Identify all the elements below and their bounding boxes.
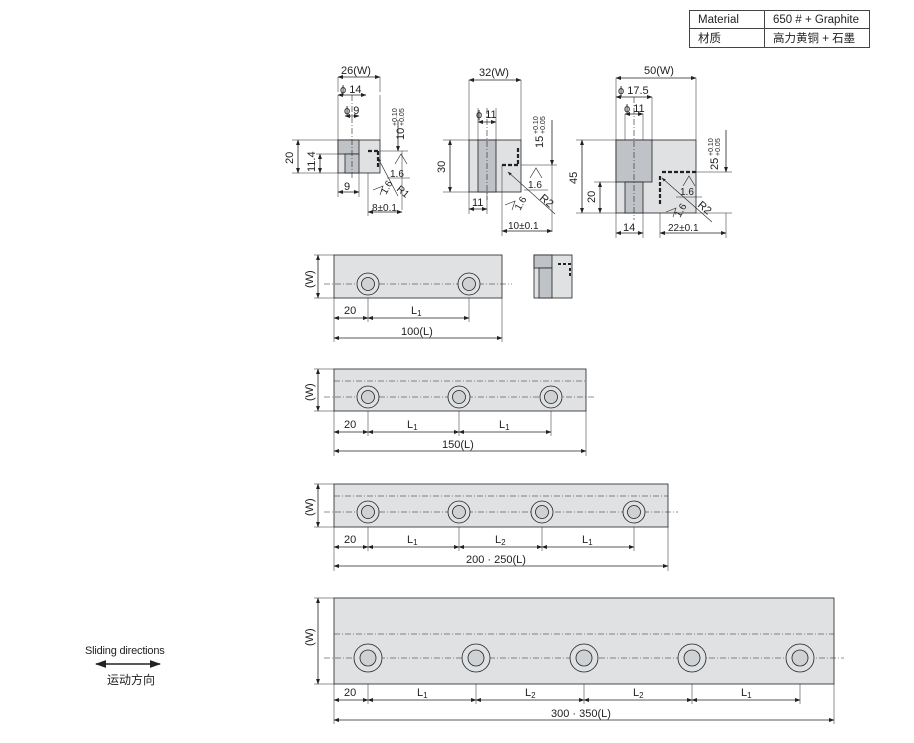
section-w50 [576, 76, 732, 238]
plate-300-span: L1 [417, 687, 428, 700]
plate-300-hole [785, 643, 815, 673]
section-w50-rough: 1.6 [680, 187, 694, 198]
section-w26-tol-lower: +0.05 [399, 108, 406, 126]
section-w32-top-offset: 15 [534, 136, 546, 148]
section-w50-tol-upper: +0.10 [708, 138, 715, 156]
plate-200-length: 200 · 250(L) [466, 554, 526, 566]
section-w26-rough: 1.6 [390, 169, 404, 180]
plate-100 [314, 254, 573, 342]
plate-150-width: (W) [304, 383, 316, 401]
section-w26-bottom: 9 [344, 181, 350, 193]
plate-100-span: L1 [411, 305, 422, 318]
section-w50-height: 45 [568, 172, 580, 184]
plate-200-hole [356, 500, 380, 524]
plate-200-start: 20 [344, 534, 356, 546]
plate-300-hole [461, 643, 491, 673]
plate-150-hole [356, 385, 380, 409]
plate-300-hole [353, 643, 383, 673]
section-w50-radius: R2 [695, 199, 713, 217]
sliding-legend: Sliding directions 运动方向 [85, 645, 165, 688]
section-w50-side: 22±0.1 [668, 223, 699, 234]
section-w26-bore-height: 11.4 [306, 151, 318, 172]
plate-200 [314, 483, 678, 571]
plate-200-span: L2 [495, 534, 506, 547]
plate-300 [314, 597, 844, 724]
plate-150-span: L1 [407, 419, 418, 432]
material-row-zh: 材质 高力黄铜 + 石墨 [689, 28, 870, 48]
sliding-legend-zh: 运动方向 [107, 673, 156, 687]
plate-200-hole [447, 500, 471, 524]
section-w26-counterbore [337, 139, 360, 155]
plate-300-width: (W) [304, 628, 316, 646]
plate-200-labels: (W) 20 L1 L2 L1 200 · 250(L) [304, 498, 593, 566]
plate-200-hole [530, 500, 554, 524]
plate-200-hole [622, 500, 646, 524]
section-w26-bore-inner: ϕ 9 [344, 105, 359, 117]
section-w26-bore-outer: ϕ 14 [340, 84, 361, 96]
plate-300-span: L1 [741, 687, 752, 700]
section-w50-bottom: 14 [623, 222, 635, 234]
material-value-zh: 高力黄铜 + 石墨 [764, 28, 870, 48]
section-w26-graphite [368, 149, 380, 167]
section-w50-bore-height: 20 [586, 191, 598, 203]
section-w32-side: 10±0.1 [508, 221, 539, 232]
section-w32-rough2: 1.6 [513, 195, 530, 213]
section-w32-tol-upper: +0.10 [533, 116, 540, 134]
plate-300-length: 300 · 350(L) [551, 708, 611, 720]
section-w32-graphite [502, 148, 520, 167]
section-w32-bore: ϕ 11 [476, 109, 497, 121]
section-w26-top-offset: 10 [395, 128, 407, 140]
section-w32-height: 30 [436, 161, 448, 173]
plate-150-span: L1 [499, 419, 510, 432]
section-w32-radius: R2 [537, 192, 555, 210]
material-table: Material 650 # + Graphite 材质 高力黄铜 + 石墨 [689, 10, 870, 48]
plate-200-span: L1 [582, 534, 593, 547]
section-w50-bore-inner: ϕ 11 [624, 103, 645, 115]
section-w26-radius: R1 [394, 184, 411, 201]
material-key-zh: 材质 [689, 28, 765, 48]
plate-300-span: L2 [633, 687, 644, 700]
plate-150-hole [447, 385, 471, 409]
plate-300-span: L2 [525, 687, 536, 700]
plate-200-body [333, 483, 669, 528]
sliding-legend-en: Sliding directions [85, 645, 165, 657]
section-w50-tol-lower: +0.05 [715, 138, 722, 156]
plate-100-labels: (W) 20 L1 100(L) [304, 270, 433, 338]
section-w26-tol-upper: +0.10 [392, 108, 399, 126]
plate-300-start: 20 [344, 687, 356, 699]
plate-300-labels: (W) 20 L1 L2 L2 L1 300 · 350(L) [304, 628, 752, 720]
plate-150-hole [539, 385, 563, 409]
plate-150-length: 150(L) [442, 439, 474, 451]
plate-150-labels: (W) 20 L1 L1 150(L) [304, 383, 510, 451]
plate-150 [314, 368, 596, 456]
section-w26-width: 26(W) [341, 65, 371, 77]
plate-300-hole [569, 643, 599, 673]
plate-100-hole [457, 272, 481, 296]
section-w26 [292, 75, 410, 216]
plate-200-width: (W) [304, 498, 316, 516]
plate-100-hole [356, 272, 380, 296]
section-w32-rough: 1.6 [528, 180, 542, 191]
plate-100-start: 20 [344, 305, 356, 317]
plate-100-side-view [533, 254, 573, 299]
plate-150-start: 20 [344, 419, 356, 431]
section-w50-top-offset: 25 [709, 158, 721, 170]
section-w26-labels: 26(W) ϕ 14 ϕ 9 20 11.4 10 +0.10 +0.05 9 … [284, 65, 411, 214]
section-w26-height: 20 [284, 152, 296, 164]
section-w26-rough2: 1.6 [379, 179, 396, 197]
plate-100-width: (W) [304, 270, 316, 288]
plate-100-length: 100(L) [401, 326, 433, 338]
section-w32-bottom: 11 [472, 197, 483, 209]
section-w50-graphite [658, 170, 696, 204]
plate-300-hole [677, 643, 707, 673]
section-w50-width: 50(W) [644, 65, 674, 77]
section-w26-side: 8±0.1 [372, 203, 397, 214]
section-w50-bore-outer: ϕ 17.5 [618, 85, 649, 97]
section-w32 [443, 78, 557, 236]
section-w32-tol-lower: +0.05 [540, 116, 547, 134]
section-w32-width: 32(W) [479, 67, 509, 79]
plate-200-span: L1 [407, 534, 418, 547]
